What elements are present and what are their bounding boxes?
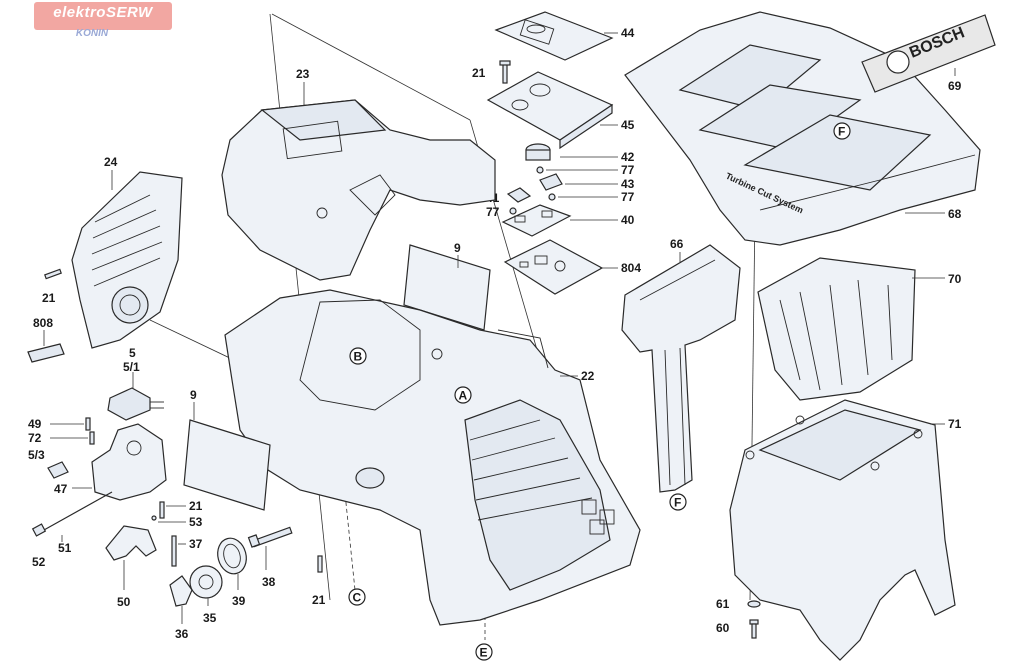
part-24-side-cover bbox=[71, 171, 183, 349]
callout-50: 50 bbox=[117, 595, 131, 609]
callout-21-lower: 21 bbox=[189, 499, 203, 513]
part-61-washer bbox=[747, 600, 761, 608]
part-47-bracket bbox=[91, 423, 167, 501]
part-45-switch-panel bbox=[486, 71, 614, 150]
callout-61: 61 bbox=[716, 597, 730, 611]
svg-text:F: F bbox=[838, 125, 845, 139]
marker-E: E bbox=[475, 643, 493, 661]
callout-66: 66 bbox=[670, 237, 684, 251]
part-9-label-lower bbox=[183, 419, 271, 511]
callout-804: 804 bbox=[621, 261, 641, 275]
part-37-shaft bbox=[171, 535, 177, 567]
part-71-base-container bbox=[729, 399, 956, 661]
marker-F-chute: F bbox=[669, 493, 687, 511]
part-23-upper-housing bbox=[221, 99, 496, 281]
callout-43: 43 bbox=[621, 177, 635, 191]
callout-808: 808 bbox=[33, 316, 53, 330]
callout-21-top: 21 bbox=[472, 66, 486, 80]
callout-77-c: 77 bbox=[621, 190, 635, 204]
callout-45: 45 bbox=[621, 118, 635, 132]
callout-52: 52 bbox=[32, 555, 46, 569]
callout-5: 5 bbox=[129, 346, 136, 360]
callout-24: 24 bbox=[104, 155, 118, 169]
watermark-brand: elektroSERW bbox=[53, 4, 153, 21]
callout-69: 69 bbox=[948, 79, 962, 93]
part-77-spring-right bbox=[548, 193, 556, 201]
marker-B: B bbox=[349, 347, 367, 365]
marker-C: C bbox=[348, 588, 366, 606]
callout-9-lower: 9 bbox=[190, 388, 197, 402]
part-66-feed-chute bbox=[621, 244, 741, 493]
part-49-pin bbox=[85, 417, 91, 431]
callout-9-upper: 9 bbox=[454, 241, 461, 255]
callout-51: 51 bbox=[58, 541, 72, 555]
part-53-washer bbox=[151, 515, 157, 521]
callout-71: 71 bbox=[948, 417, 962, 431]
callout-70: 70 bbox=[948, 272, 962, 286]
svg-text:C: C bbox=[353, 591, 362, 605]
callout-22: 22 bbox=[581, 369, 595, 383]
part-5-power-plug bbox=[107, 387, 164, 421]
part-72-pin bbox=[89, 431, 95, 445]
part-42-knob bbox=[525, 143, 551, 161]
callout-35: 35 bbox=[203, 611, 217, 625]
part-52-spring bbox=[31, 523, 47, 537]
callout-37: 37 bbox=[189, 537, 203, 551]
callout-5-1: 5/1 bbox=[123, 360, 140, 374]
callout-68: 68 bbox=[948, 207, 962, 221]
callout-21-left: 21 bbox=[42, 291, 56, 305]
part-51-rod bbox=[43, 491, 113, 531]
part-35-gear bbox=[189, 565, 223, 599]
svg-text:A: A bbox=[459, 389, 468, 403]
part-21-screw bbox=[499, 60, 511, 84]
watermark-city: KONIN bbox=[75, 28, 109, 39]
part-22-main-housing bbox=[224, 289, 641, 626]
svg-text:F: F bbox=[674, 496, 681, 510]
callout-77-a: 77 bbox=[621, 163, 635, 177]
marker-A: A bbox=[454, 386, 472, 404]
part-804-circuit-board bbox=[503, 239, 604, 295]
part-43-button bbox=[539, 173, 563, 191]
part-39-ring bbox=[217, 537, 247, 575]
callout-21-bottom: 21 bbox=[312, 593, 326, 607]
part-9-label-upper bbox=[403, 244, 491, 331]
svg-text:B: B bbox=[354, 350, 363, 364]
part-5-3-clip bbox=[47, 461, 69, 479]
callout-40: 40 bbox=[621, 213, 635, 227]
assembly-line bbox=[271, 13, 471, 121]
callout-39: 39 bbox=[232, 594, 246, 608]
callout-23: 23 bbox=[296, 67, 310, 81]
callout-5-3: 5/3 bbox=[28, 448, 45, 462]
part-41-button bbox=[506, 187, 532, 203]
callout-42: 42 bbox=[621, 150, 635, 164]
part-21-screw-lower bbox=[159, 501, 165, 519]
part-44-cover bbox=[494, 11, 614, 61]
watermark-logo-background bbox=[34, 2, 172, 30]
part-60-screw bbox=[749, 619, 759, 639]
part-38-screw bbox=[247, 526, 293, 548]
part-21-screw-bottom bbox=[317, 555, 323, 573]
part-21-screw-left bbox=[44, 268, 62, 280]
callout-60: 60 bbox=[716, 621, 730, 635]
part-50-lever bbox=[105, 525, 157, 561]
marker-F-top: F bbox=[833, 122, 851, 140]
svg-text:E: E bbox=[480, 646, 488, 660]
part-36-knob bbox=[169, 575, 193, 607]
callout-44: 44 bbox=[621, 26, 635, 40]
callout-72: 72 bbox=[28, 431, 42, 445]
callout-36: 36 bbox=[175, 627, 189, 641]
part-40-switch-module bbox=[501, 204, 572, 237]
callout-47: 47 bbox=[54, 482, 68, 496]
callout-49: 49 bbox=[28, 417, 42, 431]
part-77-spring bbox=[536, 166, 544, 174]
part-808-tag bbox=[27, 343, 65, 363]
callout-38: 38 bbox=[262, 575, 276, 589]
part-70-collection-basket bbox=[757, 257, 916, 401]
callout-77-b: 77 bbox=[486, 205, 500, 219]
part-77-spring-left bbox=[509, 207, 517, 215]
callout-53: 53 bbox=[189, 515, 203, 529]
